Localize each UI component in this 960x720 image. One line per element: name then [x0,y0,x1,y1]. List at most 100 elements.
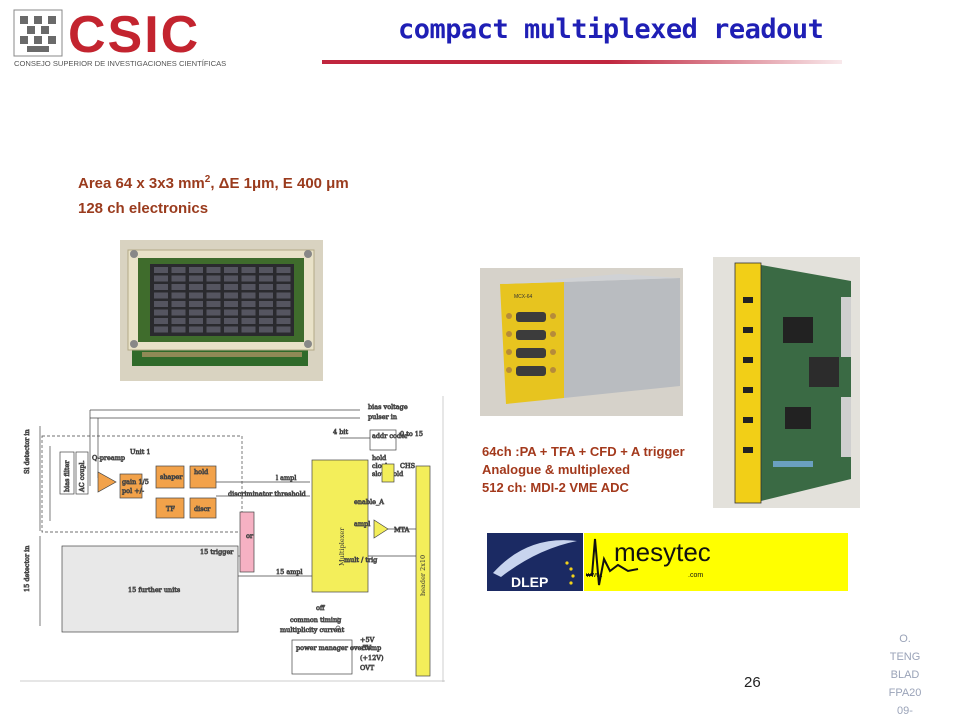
footer-credit-line: O. [899,633,911,645]
detector-pad [224,326,238,333]
mesytec-com: .com [688,572,703,579]
detector-photo [120,240,323,381]
sch-pulser-in: pulser in [368,413,397,421]
detector-pad [206,318,221,324]
csic-logo: CSIC CONSEJO SUPERIOR DE INVESTIGACIONES… [8,6,284,70]
sch-ampl: ampl [354,520,370,528]
detector-pad [241,292,256,299]
csic-logo-subtitle: CONSEJO SUPERIOR DE INVESTIGACIONES CIEN… [14,59,226,68]
detector-pad [206,275,221,282]
detector-pad [171,275,186,282]
detector-pad [276,318,291,324]
sch-off: off [316,604,326,612]
sch-further-units: 15 further units [128,586,180,594]
module-box-photo: MCX-64 [480,268,683,416]
sch-header: header 2x10 [419,555,427,596]
detector-pad [171,284,186,290]
sch-triggers-15: 15 trigger [200,548,234,556]
sch-minus5: -5V [360,644,371,652]
page-number: 26 [744,674,761,691]
footer-credit-line: 09- [897,705,913,717]
spec-area-sup: 2 [204,174,211,185]
detector-pad [154,284,168,290]
detector-pad [189,292,203,299]
sch-gain: gain 1/5 [122,478,149,486]
spec-thickness-text: , ΔE 1μm, E 400 μm [210,175,349,192]
detector-pad [189,275,203,282]
detector-pad [224,292,238,299]
detector-pad [154,292,168,299]
detector-pad [276,267,291,273]
sch-shaper: shaper [160,473,183,481]
detector-pad [171,301,186,307]
detector-pad [171,267,186,273]
sch-unit1: Unit 1 [130,448,151,456]
detector-pad [241,318,256,324]
footer-credit-line: TENG [889,651,921,663]
detector-pad [259,267,273,273]
detector-pad [224,275,238,282]
sch-addr-coder: addr coder [372,432,409,440]
detector-pad [259,275,273,282]
sch-bias-filter: bias filter [63,460,71,492]
detector-pad [259,301,273,307]
sch-plus12: (+12V) [360,654,384,662]
detector-pad [241,284,256,290]
detector-pad [189,284,203,290]
footer-credit-line: BLAD [890,669,920,681]
spec-line-electronics: 128 ch electronics [78,200,209,217]
detector-pad [189,301,203,307]
sch-discr-threshold: discriminator threshold [228,490,306,498]
sch-4bit: 4 bit [333,428,348,436]
sch-chs: CHS [400,462,415,470]
readout-schematic: bias voltage pulser in Si detector in bi… [20,396,445,682]
sch-detector-in-15: 15 detector in [23,546,31,592]
sch-ac-coupling: AC coupl. [78,460,86,493]
detector-pad [276,275,291,282]
detector-pad [206,284,221,290]
mesytec-logo: mesytec www. .com [584,533,848,591]
detector-pad [154,309,168,316]
detector-pad [224,284,238,290]
detector-pad [259,318,273,324]
module-box-label: MCX-64 [514,294,533,300]
module-desc-line2: Analogue & multiplexed [482,462,631,477]
title-underline [322,60,842,64]
sch-multiplexer: Multiplexer [338,527,346,566]
sch-enable-a: enable_A [354,498,384,506]
detector-pad [224,301,238,307]
detector-pad [259,326,273,333]
sch-bias-voltage: bias voltage [368,403,408,411]
detector-pad [276,284,291,290]
sch-multiplicity-current: multiplicity current [280,626,345,634]
detector-pad [224,267,238,273]
detector-pad [154,275,168,282]
detector-pad [171,292,186,299]
mesytec-wave-icon [586,538,639,586]
detector-pad [241,326,256,333]
csic-logo-text: CSIC [68,6,200,64]
detector-pad [154,326,168,333]
mesytec-www: www. [585,572,603,579]
detector-pad [241,309,256,316]
sch-q-preamp: Q-preamp [92,454,125,462]
sch-clock: clock [372,462,389,470]
detector-pad [206,267,221,273]
detector-pad [189,318,203,324]
detector-pad [189,326,203,333]
sch-tf: TF [166,505,175,513]
spec-area-text: Area 64 x 3x3 mm [78,175,205,192]
footer-credit: O. TENG BLAD FPA20 09- [872,630,938,720]
detector-pad [276,309,291,316]
sch-ampl-1: l ampl [276,474,296,482]
detector-pad [171,326,186,333]
detector-pad [241,267,256,273]
csic-emblem-icon [13,9,63,57]
module-desc-line1: 64ch :PA + TFA + CFD + A trigger [482,444,685,459]
sch-power-manager: power manager overtemp [296,644,381,652]
sch-or: or [246,532,254,540]
sch-ampl-15: 15 ampl [276,568,303,576]
sch-detector-in: Si detector in [23,429,31,474]
sch-plus5: +5V [360,636,375,644]
sch-pol: pol +/- [122,487,144,495]
